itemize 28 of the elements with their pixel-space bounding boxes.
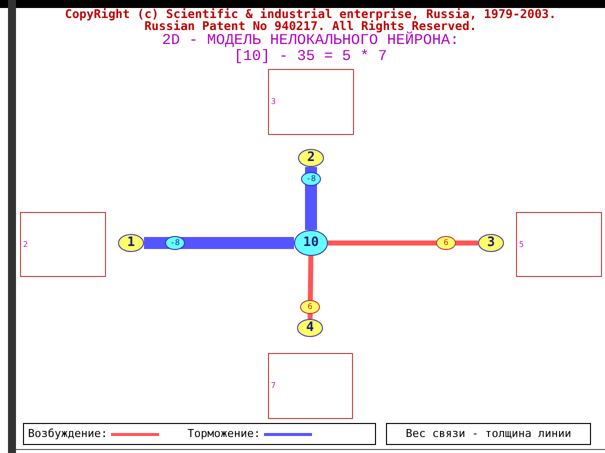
legend-text: Возбуждение: (28, 428, 108, 440)
diagram-title: 2D - МОДЕЛЬ НЕЛОКАЛЬНОГО НЕЙРОНА: (162, 33, 460, 49)
input-box (268, 69, 354, 135)
connection-line (144, 237, 294, 249)
neuron-ellipse: 10 (294, 230, 328, 256)
legend-text: Торможение: (187, 428, 260, 440)
input-ellipse: 1 (118, 234, 144, 252)
copyright-text: CopyRight (c) Scientific & industrial enterprise, Russia, 1979-2003. (64, 8, 556, 20)
weight-label: -8 (301, 172, 321, 186)
box-number: 2 (23, 240, 28, 248)
connection-line (305, 167, 317, 230)
formula-text: [10] - 35 = 5 * 7 (234, 49, 388, 65)
box-number: 7 (271, 382, 276, 390)
box-number: 3 (271, 98, 276, 106)
connection-line (328, 240, 478, 246)
note-text: Вес связи - толщина линии (406, 428, 572, 440)
weight-label: -8 (165, 236, 185, 250)
input-box (516, 212, 602, 277)
box-number: 5 (519, 240, 524, 248)
patent-text: Russian Patent No 940217. All Rights Reserved. (144, 20, 477, 32)
input-ellipse: 3 (478, 234, 504, 252)
input-ellipse: 2 (298, 149, 324, 167)
input-box (20, 212, 106, 277)
connection-line (308, 256, 314, 320)
weight-label: 6 (436, 236, 456, 250)
input-box (268, 353, 353, 419)
weight-label: 6 (300, 300, 320, 314)
input-ellipse: 4 (297, 319, 323, 337)
